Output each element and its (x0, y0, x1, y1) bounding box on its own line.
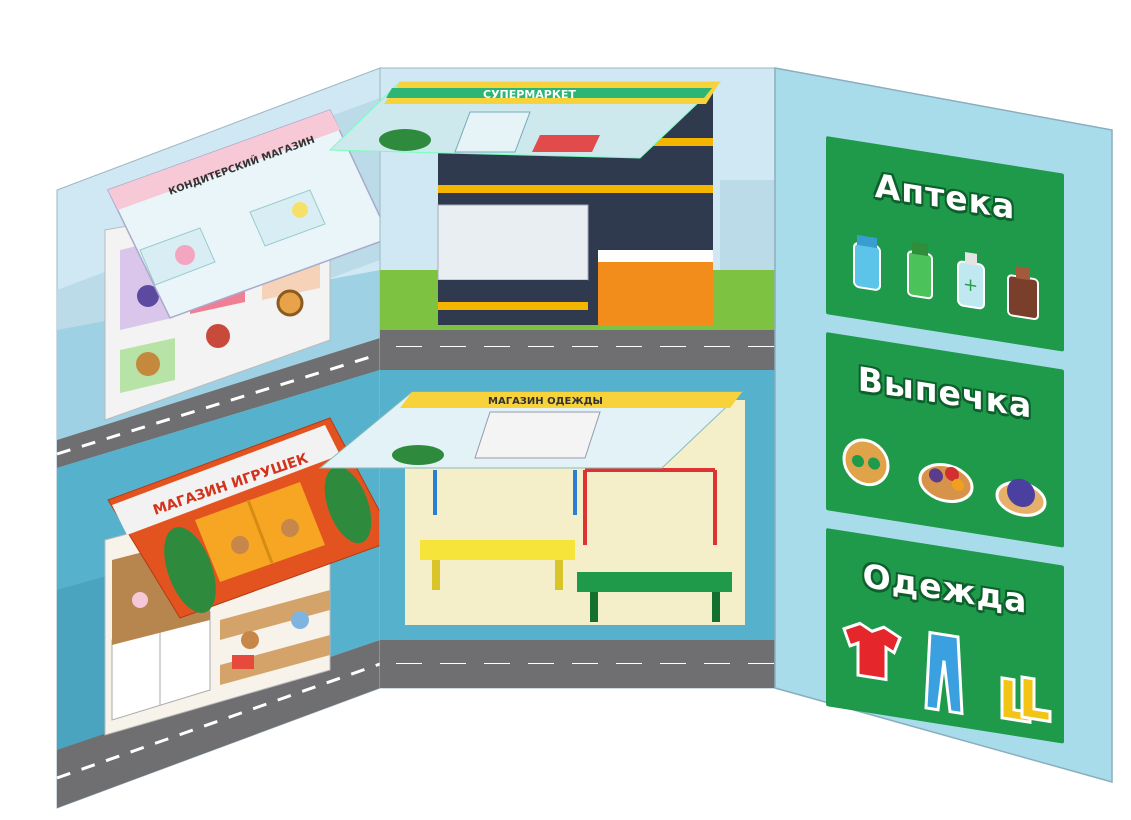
clothes-panel: Одежда (826, 528, 1064, 744)
pretzel-icon (842, 438, 890, 487)
green-bottle-icon (907, 241, 933, 300)
clothes-icons (842, 621, 1052, 725)
bakery-icons (842, 438, 1047, 517)
supermarket-sign-text: СУПЕРМАРКЕТ (483, 88, 576, 101)
fruit-tart-icon (918, 463, 974, 503)
blueberry-tart-icon (995, 478, 1047, 517)
trousers-icon (924, 630, 964, 716)
confectionery-sign: КОНДИТЕРСКИЙ МАГАЗИН (106, 109, 392, 319)
tshirt-icon (842, 621, 902, 682)
svg-text:+: + (963, 274, 978, 297)
lower-road-left (57, 640, 380, 808)
bakery-panel: Выпечка (826, 332, 1064, 548)
clothing-sign-text: МАГАЗИН ОДЕЖДЫ (488, 396, 603, 407)
vitamin-jar-icon (853, 234, 881, 291)
clothing-sign: МАГАЗИН ОДЕЖДЫ (318, 391, 744, 469)
pharmacy-panel: Аптека + (826, 136, 1064, 352)
boots-icon (1000, 675, 1052, 725)
bakery-title: Выпечка (857, 359, 1033, 426)
clothes-title: Одежда (862, 555, 1028, 621)
pharmacy-icons: + (853, 234, 1039, 321)
supermarket-sign: СУПЕРМАРКЕТ (328, 81, 722, 159)
medicine-bottle-icon: + (957, 252, 985, 310)
pharmacy-title: Аптека (874, 165, 1016, 227)
syrup-bottle-icon (1007, 266, 1039, 321)
